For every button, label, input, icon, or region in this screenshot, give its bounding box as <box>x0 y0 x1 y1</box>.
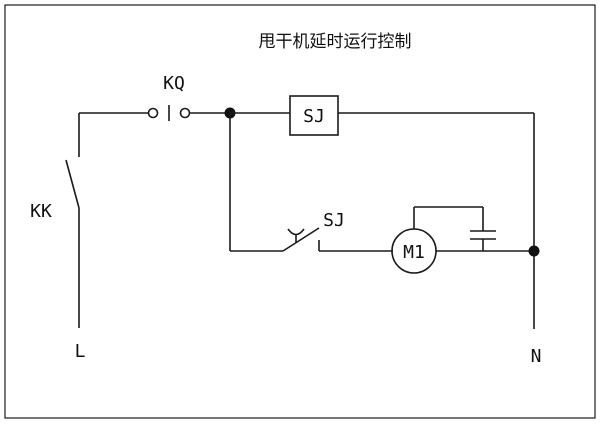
kq-terminal-left <box>147 107 159 119</box>
label-kk: KK <box>30 201 52 222</box>
kq-terminal-right <box>179 107 191 119</box>
label-sj-contact: SJ <box>323 210 345 231</box>
label-n: N <box>531 346 542 367</box>
label-sj-coil: SJ <box>303 106 325 127</box>
diagram-frame <box>4 4 596 419</box>
sj-delay-symbol <box>287 228 305 236</box>
diagram-title: 甩干机延时运行控制 <box>259 32 412 52</box>
sj-contact-blade <box>282 227 320 252</box>
label-l: L <box>75 341 86 362</box>
junction-right <box>528 245 540 257</box>
sj-coil <box>289 95 339 136</box>
kk-switch-blade <box>65 159 80 209</box>
label-motor: M1 <box>403 242 425 263</box>
label-kq: KQ <box>163 73 185 94</box>
